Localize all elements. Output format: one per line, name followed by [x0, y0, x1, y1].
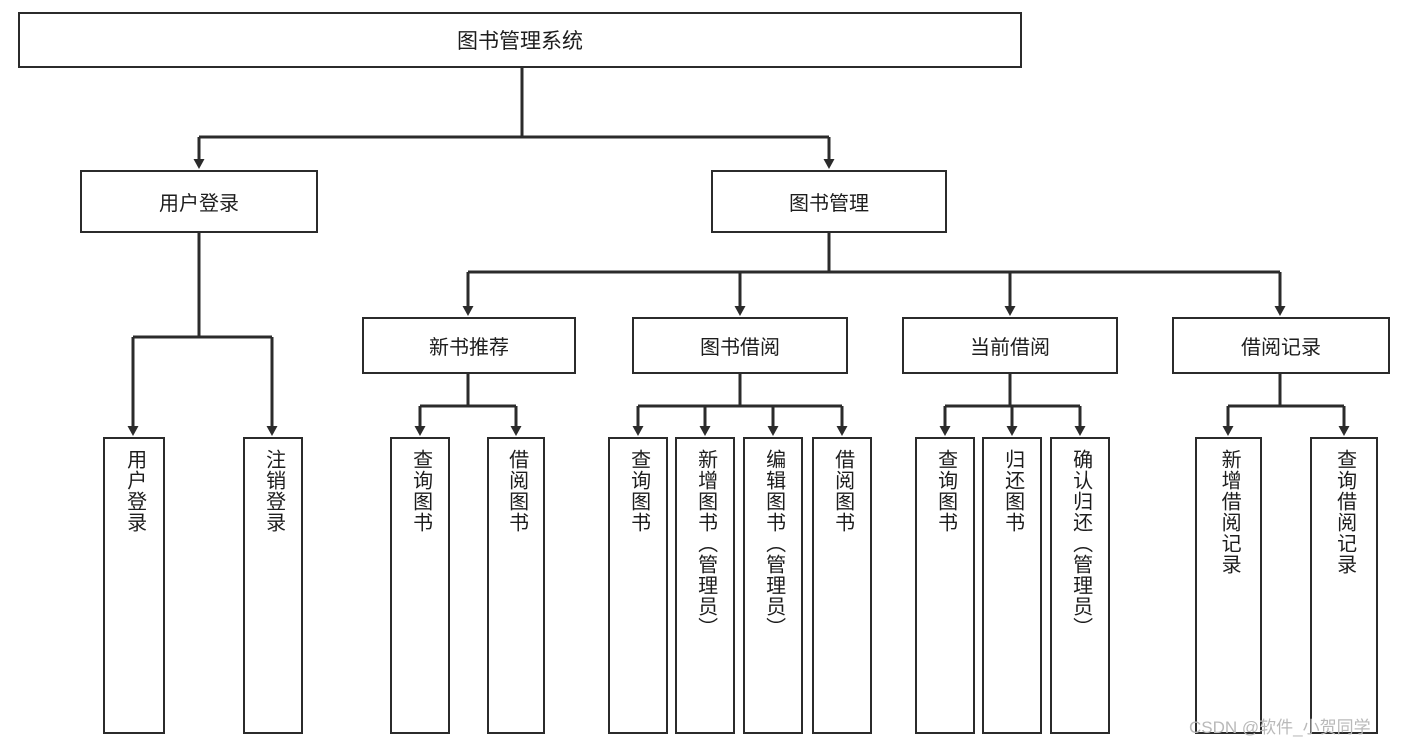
- node-label: 查询借阅记录: [1333, 449, 1356, 575]
- node-label: 确认归还（管理员）: [1069, 449, 1092, 638]
- node-label: 新增借阅记录: [1218, 449, 1241, 575]
- node-user-login[interactable]: 用户登录: [80, 170, 318, 233]
- node-label: 图书管理系统: [457, 30, 583, 53]
- node-leaf-confirm-return[interactable]: 确认归还（管理员）: [1050, 437, 1110, 734]
- node-leaf-user-logout[interactable]: 注销登录: [243, 437, 303, 734]
- node-current-borrow[interactable]: 当前借阅: [902, 317, 1118, 374]
- node-leaf-add-book[interactable]: 新增图书（管理员）: [675, 437, 735, 734]
- node-leaf-query-book-current[interactable]: 查询图书: [915, 437, 975, 734]
- node-leaf-borrow-book[interactable]: 借阅图书: [812, 437, 872, 734]
- node-label: 归还图书: [1001, 449, 1024, 533]
- node-borrow-record[interactable]: 借阅记录: [1172, 317, 1390, 374]
- node-root-system[interactable]: 图书管理系统: [18, 12, 1022, 68]
- node-label: 新书推荐: [429, 337, 509, 359]
- node-leaf-return-book[interactable]: 归还图书: [982, 437, 1042, 734]
- node-label: 注销登录: [262, 449, 285, 533]
- node-label: 用户登录: [123, 449, 146, 533]
- node-leaf-user-login[interactable]: 用户登录: [103, 437, 165, 734]
- node-label: 借阅图书: [505, 449, 528, 533]
- node-label: 查询图书: [627, 449, 650, 533]
- node-leaf-query-borrow-record[interactable]: 查询借阅记录: [1310, 437, 1378, 734]
- node-label: 查询图书: [409, 449, 432, 533]
- node-label: 查询图书: [934, 449, 957, 533]
- node-label: 当前借阅: [970, 337, 1050, 359]
- node-label: 借阅图书: [831, 449, 854, 533]
- node-label: 图书管理: [789, 193, 869, 215]
- node-label: 借阅记录: [1241, 337, 1321, 359]
- node-new-book-recommend[interactable]: 新书推荐: [362, 317, 576, 374]
- node-book-manage[interactable]: 图书管理: [711, 170, 947, 233]
- node-label: 图书借阅: [700, 337, 780, 359]
- node-leaf-query-book-recommend[interactable]: 查询图书: [390, 437, 450, 734]
- node-leaf-add-borrow-record[interactable]: 新增借阅记录: [1195, 437, 1262, 734]
- node-leaf-edit-book[interactable]: 编辑图书（管理员）: [743, 437, 803, 734]
- node-book-borrow[interactable]: 图书借阅: [632, 317, 848, 374]
- node-label: 新增图书（管理员）: [694, 449, 717, 638]
- node-label: 编辑图书（管理员）: [762, 449, 785, 638]
- node-leaf-borrow-book-recommend[interactable]: 借阅图书: [487, 437, 545, 734]
- node-leaf-query-book-borrow[interactable]: 查询图书: [608, 437, 668, 734]
- node-label: 用户登录: [159, 193, 239, 215]
